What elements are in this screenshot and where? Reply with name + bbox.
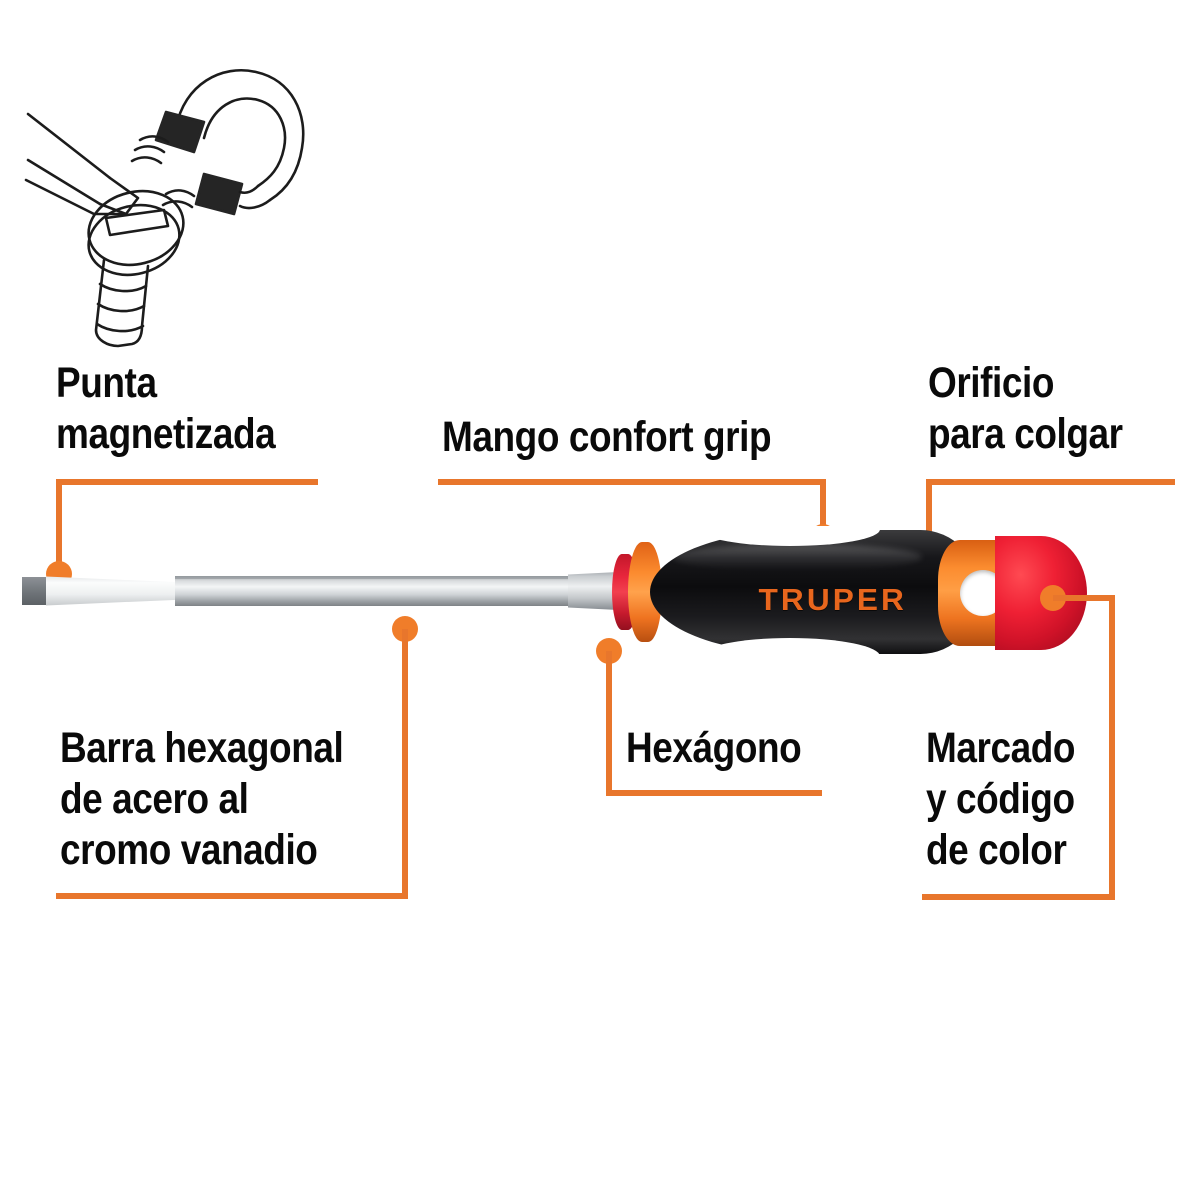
hexagonal-shaft — [175, 576, 575, 606]
truper-wordmark: TRUPER — [758, 582, 907, 617]
callout-punta-magnetizada: Punta magnetizada — [56, 358, 311, 460]
callout-barra-hexagonal: Barra hexagonal de acero al cromo vanadi… — [60, 723, 389, 876]
leader-marcado-vertical — [1109, 595, 1115, 900]
leader-marcado-horizontal-bottom — [922, 894, 1115, 900]
handle-grip-bottom-contour — [700, 638, 880, 660]
blade-tip-face — [22, 577, 48, 605]
leader-barra-vertical — [402, 629, 408, 899]
callout-line: Mango confort grip — [442, 413, 772, 461]
leader-mango-vertical — [820, 479, 826, 541]
leader-hexagono-vertical — [606, 651, 612, 796]
handle-grip-highlight — [672, 544, 922, 570]
callout-orificio-para-colgar: Orificio para colgar — [928, 358, 1154, 460]
screwdriver-product-image: TRUPER — [0, 500, 1110, 680]
callout-line: Punta — [56, 359, 157, 407]
callout-line: Marcado — [926, 724, 1076, 772]
leader-orificio-vertical — [926, 479, 932, 555]
shaft-highlight-edge — [175, 576, 575, 579]
leader-barra-horizontal — [56, 893, 408, 899]
leader-hexagono-horizontal — [606, 790, 822, 796]
callout-mango-confort-grip: Mango confort grip — [442, 412, 825, 463]
callout-line: magnetizada — [56, 410, 276, 458]
leader-marcado-horizontal-top — [1053, 595, 1115, 601]
magnetized-tip-illustration — [8, 28, 338, 358]
handle-grip — [650, 530, 980, 654]
leader-orificio-horizontal — [926, 479, 1175, 485]
callout-line: Orificio — [928, 359, 1055, 407]
callout-hexagono: Hexágono — [626, 723, 830, 774]
callout-line: Hexágono — [626, 724, 802, 772]
leader-punta-magnetizada-vertical — [56, 479, 62, 577]
callout-line: cromo vanadio — [60, 826, 318, 874]
callout-line: y código — [926, 775, 1075, 823]
leader-punta-magnetizada-horizontal — [56, 479, 318, 485]
handle-grip-top-contour — [700, 526, 880, 546]
callout-line: para colgar — [928, 410, 1123, 458]
callout-marcado-y-codigo-de-color: Marcado y código de color — [926, 723, 1099, 876]
callout-line: de color — [926, 826, 1067, 874]
leader-mango-horizontal — [438, 479, 826, 485]
callout-line: Barra hexagonal — [60, 724, 344, 772]
callout-line: de acero al — [60, 775, 249, 823]
